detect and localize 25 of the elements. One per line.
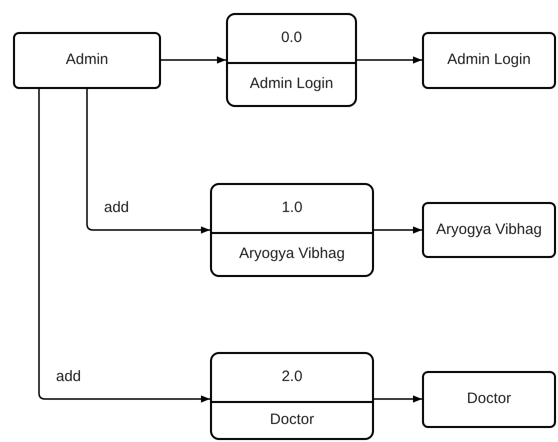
process-box xyxy=(210,183,374,277)
entity-label: Doctor xyxy=(466,390,512,409)
process-box xyxy=(226,13,357,107)
edge-label: add xyxy=(103,200,130,215)
arrow xyxy=(38,89,210,403)
entity-box xyxy=(13,32,161,89)
process-name: Aryogya Vibhag xyxy=(239,244,345,264)
process-number: 1.0 xyxy=(282,198,302,218)
arrow xyxy=(86,89,210,234)
arrow xyxy=(161,56,226,64)
process-box xyxy=(210,352,374,440)
process-name: Doctor xyxy=(270,410,314,430)
entity-box xyxy=(422,202,556,258)
edge-label: add xyxy=(55,369,82,384)
process-number: 2.0 xyxy=(282,367,302,388)
entity-label: Aryogya Vibhag xyxy=(436,220,542,240)
process-name: Admin Login xyxy=(250,74,334,94)
arrow xyxy=(357,56,422,64)
entity-box xyxy=(422,32,556,89)
entity-label: Admin xyxy=(66,51,108,70)
entity-box xyxy=(422,371,556,428)
entity-label: Admin Login xyxy=(447,51,531,70)
process-number: 0.0 xyxy=(281,28,302,48)
arrow xyxy=(374,395,422,403)
arrow xyxy=(374,226,422,234)
